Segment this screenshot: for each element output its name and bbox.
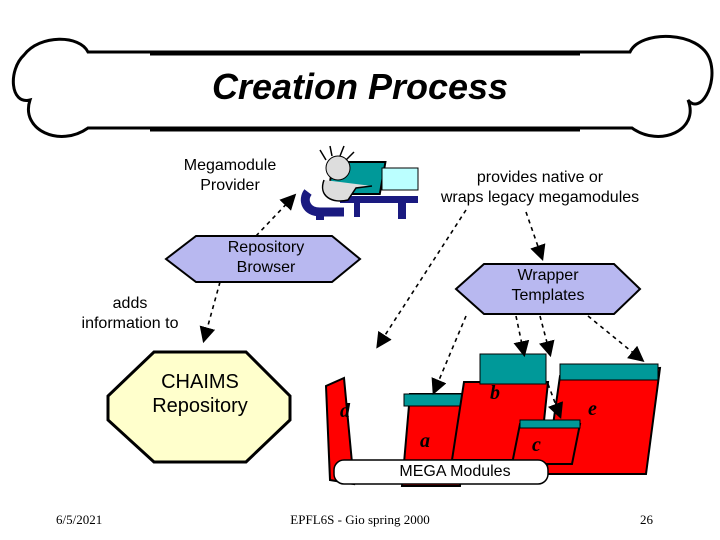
module-letter-e: e	[588, 398, 597, 420]
chaims-repository-octagon	[106, 350, 292, 464]
module-letter-b: b	[490, 382, 500, 404]
footer-course: EPFL6S - Gio spring 2000	[290, 512, 430, 527]
chaims-repository-label: CHAIMS Repository	[152, 371, 248, 417]
repository-browser-label: Repository Browser	[227, 239, 305, 276]
footer-date: 6/5/2021	[56, 512, 103, 527]
mega-modules-pill	[333, 459, 549, 485]
title-banner	[11, 34, 714, 138]
slide-title: Creation Process	[211, 66, 509, 107]
module-letter-d: d	[340, 400, 350, 422]
provides-label: provides native or wraps legacy megamodu…	[440, 169, 640, 206]
dashed-arrows	[199, 193, 645, 419]
mega-modules-label: MEGA Modules	[399, 463, 511, 480]
repository-browser-hexagon	[164, 235, 362, 283]
footer-page-number: 26	[640, 512, 653, 527]
person-at-computer-icon	[300, 145, 419, 220]
adds-information-label: adds information to	[81, 295, 179, 332]
megamodule-provider-label: Megamodule Provider	[183, 157, 277, 194]
wrapper-templates-hexagon	[454, 263, 642, 315]
module-letter-c: c	[532, 434, 541, 456]
module-letter-a: a	[420, 430, 430, 452]
wrapper-templates-label: Wrapper Templates	[511, 267, 585, 304]
